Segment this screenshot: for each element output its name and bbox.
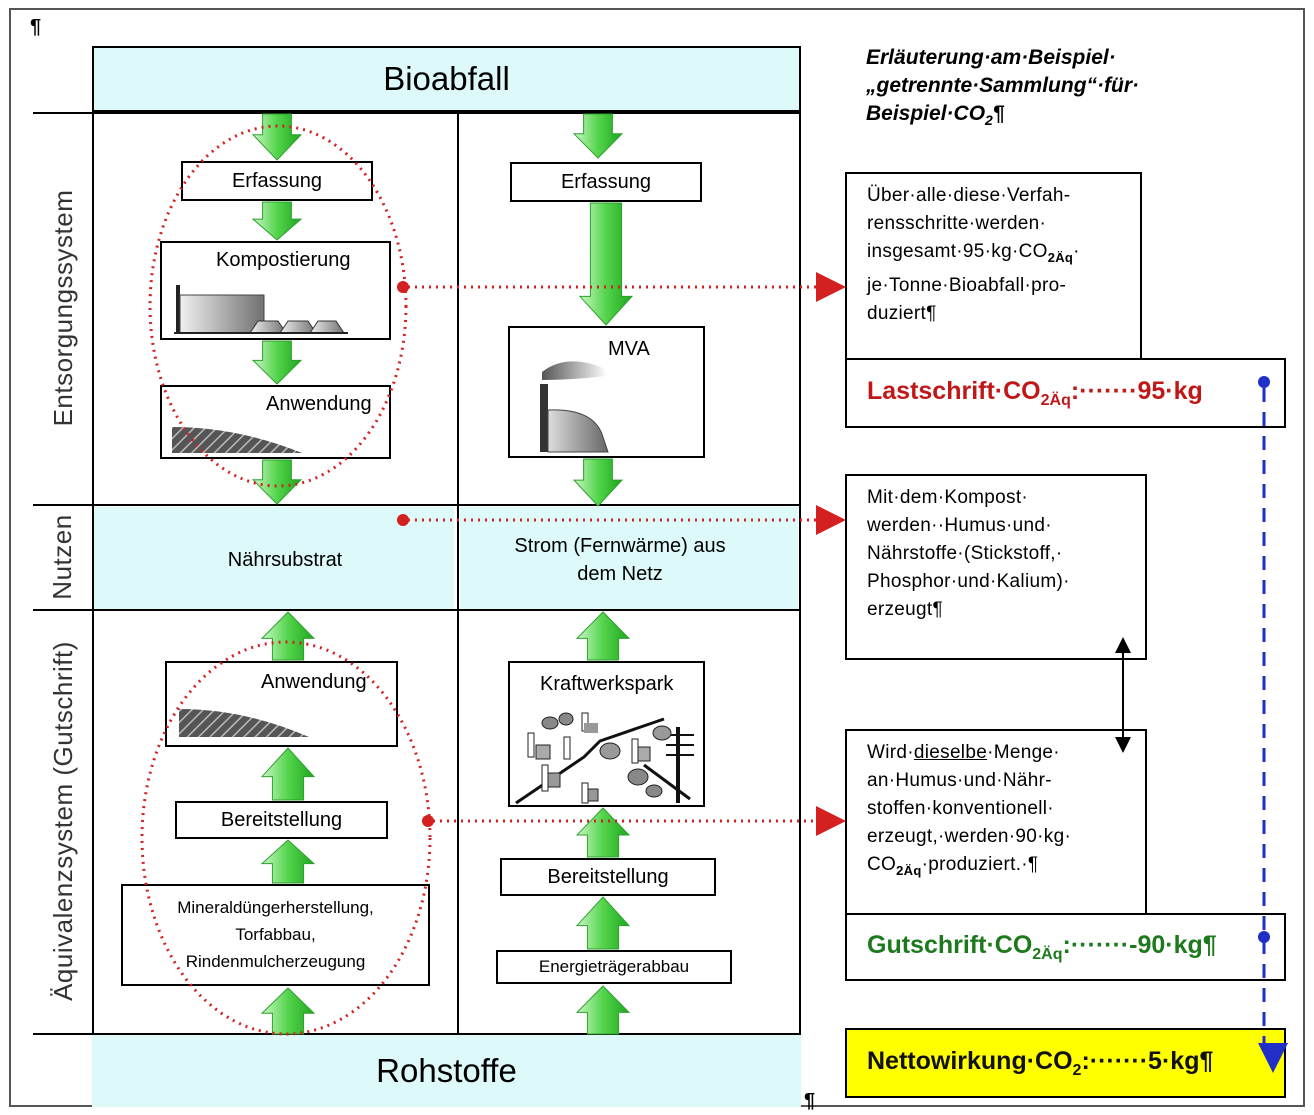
nutzen-band-right: [460, 507, 798, 610]
compost-spread-icon: [179, 709, 309, 737]
note1-line-4: je·Tonne·Bioabfall·pro-: [867, 274, 1067, 296]
left-anwendung-bottom-label: Anwendung: [261, 671, 367, 693]
gutschrift-box: Gutschrift·CO2Äq:·······-90·kg¶: [845, 913, 1286, 981]
right-border: [799, 112, 801, 1035]
separator-line: [33, 504, 801, 506]
mineral-box: Mineraldüngerherstellung, Torfabbau, Rin…: [121, 884, 430, 986]
right-erfassung-label: Erfassung: [560, 170, 652, 193]
note1-line-1: Über·alle·diese·Verfah-: [867, 185, 1071, 206]
right-bereitstellung-box: Bereitstellung: [500, 858, 716, 896]
rohstoffe-title: Rohstoffe: [376, 1052, 517, 1089]
note3-line-2: an·Humus·und·Nähr-: [867, 770, 1052, 791]
compost-plant-icon: [174, 285, 348, 334]
strom-label: Strom (Fernwärme) aus dem Netz: [470, 530, 770, 590]
lastschrift-text: Lastschrift·CO2Äq:·······95·kg: [867, 376, 1203, 409]
compost-spread-icon: [172, 427, 302, 453]
mva-box: MVA: [508, 326, 705, 458]
note1-line-2: rensschritte·werden·: [867, 213, 1047, 234]
note2-line-4: Phosphor·und·Kalium)·: [867, 571, 1070, 592]
left-anwendung-top-label: Anwendung: [266, 393, 372, 415]
note1-line-5: duziert¶: [867, 302, 937, 324]
mineral-line-3: Rindenmulcherzeugung: [185, 952, 366, 971]
note3-line-3: stoffen·konventionell·: [867, 798, 1054, 819]
bioabfall-title: Bioabfall: [383, 60, 510, 97]
left-border: [92, 112, 94, 1035]
power-plant-park-icon: [515, 712, 694, 805]
mineral-line-1: Mineraldüngerherstellung,: [177, 898, 374, 917]
label-aequivalenzsystem: Äquivalenzsystem (Gutschrift): [48, 641, 78, 1001]
label-entsorgungssystem: Entsorgungssystem: [48, 189, 78, 427]
heading-line-1: Erläuterung·am·Beispiel·: [866, 46, 1116, 69]
left-bereitstellung-label: Bereitstellung: [220, 808, 343, 831]
note3-line-5: CO2Äq·produziert.·¶: [867, 854, 1039, 878]
kraftwerkspark-box: Kraftwerkspark: [508, 661, 705, 807]
separator-line: [33, 1033, 801, 1035]
label-nutzen: Nutzen: [47, 514, 77, 600]
right-erfassung-box: Erfassung: [510, 162, 702, 202]
energietraeger-box: Energieträgerabbau: [496, 950, 732, 984]
kompostierung-label: Kompostierung: [216, 249, 351, 271]
naehrsubstrat-text: Nährsubstrat: [227, 548, 343, 571]
nettowirkung-text: Nettowirkung·CO2:·······5·kg¶: [867, 1046, 1214, 1079]
strom-line-1: Strom (Fernwärme) aus: [514, 535, 726, 557]
gutschrift-text: Gutschrift·CO2Äq:·······-90·kg¶: [867, 930, 1217, 963]
column-divider: [457, 112, 459, 1034]
heading-line-2: „getrennte·Sammlung“·für·: [866, 74, 1139, 97]
nettowirkung-box: Nettowirkung·CO2:·······5·kg¶: [845, 1028, 1286, 1098]
left-erfassung-label: Erfassung: [231, 169, 323, 192]
kompostierung-box: Kompostierung: [160, 241, 391, 340]
note2-line-1: Mit·dem·Kompost·: [867, 487, 1029, 508]
note2-line-5: erzeugt¶: [867, 599, 943, 620]
rohstoffe-banner: Rohstoffe: [92, 1035, 801, 1107]
separator-line: [33, 609, 801, 611]
right-bereitstellung-label: Bereitstellung: [547, 865, 669, 888]
naehrsubstrat-label: Nährsubstrat: [150, 540, 420, 580]
note2-line-3: Nährstoffe·(Stickstoff,·: [867, 543, 1063, 564]
incinerator-icon: [540, 361, 609, 453]
mva-label: MVA: [608, 338, 650, 360]
energietraeger-label: Energieträgerabbau: [538, 957, 690, 976]
left-bereitstellung-box: Bereitstellung: [175, 801, 388, 839]
note-konventionell: Wird·dieselbe·Menge· an·Humus·und·Nähr- …: [845, 729, 1147, 915]
left-anwendung-top-box: Anwendung: [160, 385, 391, 459]
note3-line-4: erzeugt,·werden·90·kg·: [867, 826, 1072, 847]
note-kompost-nutzen: Mit·dem·Kompost· werden··Humus·und· Nähr…: [845, 474, 1147, 660]
note2-line-2: werden··Humus·und·: [867, 515, 1052, 536]
strom-line-2: dem Netz: [577, 563, 663, 585]
left-anwendung-bottom-box: Anwendung: [165, 661, 398, 747]
bioabfall-banner: Bioabfall: [92, 46, 801, 112]
pilcrow-top-left: ¶: [30, 16, 42, 38]
heading-line-3: Beispiel·CO2¶: [866, 102, 1005, 129]
mineral-line-2: Torfabbau,: [235, 925, 316, 944]
note3-line-1: Wird·dieselbe·Menge·: [867, 742, 1060, 763]
explanation-heading: Erläuterung·am·Beispiel· „getrennte·Samm…: [866, 44, 1139, 134]
note1-line-3: insgesamt·95·kg·CO2Äq·: [867, 241, 1080, 265]
pilcrow-bottom: ¶: [804, 1090, 816, 1112]
left-erfassung-box: Erfassung: [181, 161, 373, 201]
lastschrift-box: Lastschrift·CO2Äq:·······95·kg: [845, 358, 1286, 428]
note-verfahrensschritte: Über·alle·diese·Verfah- rensschritte·wer…: [845, 172, 1142, 360]
separator-line: [33, 112, 801, 114]
nutzen-band-left: [92, 507, 454, 610]
kraftwerkspark-label: Kraftwerkspark: [540, 673, 674, 695]
